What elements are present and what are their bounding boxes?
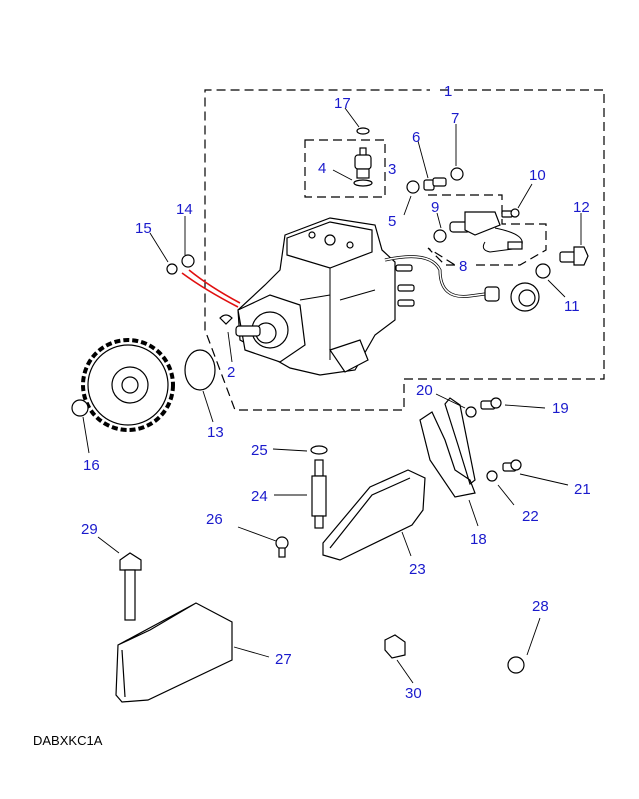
callout-10: 10 bbox=[529, 167, 546, 184]
callout-6: 6 bbox=[412, 129, 420, 146]
part-11-washer bbox=[535, 263, 551, 279]
callout-4: 4 bbox=[318, 160, 326, 177]
part-21-bolt bbox=[502, 459, 522, 472]
part-25-washer bbox=[310, 445, 328, 455]
callout-22: 22 bbox=[522, 508, 539, 525]
part-8-sensor bbox=[449, 211, 523, 253]
part-18-bracket bbox=[419, 397, 476, 498]
part-26-bolt bbox=[275, 536, 289, 558]
callout-25: 25 bbox=[251, 442, 268, 459]
callout-19: 19 bbox=[552, 400, 569, 417]
callout-7: 7 bbox=[451, 110, 459, 127]
callout-26: 26 bbox=[206, 511, 223, 528]
part-14-nut bbox=[181, 254, 195, 268]
callout-15: 15 bbox=[135, 220, 152, 237]
callout-17: 17 bbox=[334, 95, 351, 112]
drawing-code: DABXKC1A bbox=[33, 733, 103, 748]
part-10-screw bbox=[501, 208, 520, 218]
callout-28: 28 bbox=[532, 598, 549, 615]
callout-18: 18 bbox=[470, 531, 487, 548]
assembly-boundary-1 bbox=[204, 89, 605, 411]
callout-27: 27 bbox=[275, 651, 292, 668]
part-sprocket bbox=[81, 338, 175, 432]
part-16-nut bbox=[71, 399, 89, 417]
callout-23: 23 bbox=[409, 561, 426, 578]
callout-11: 11 bbox=[564, 298, 580, 315]
callout-5: 5 bbox=[388, 213, 396, 230]
part-27-mount bbox=[115, 602, 233, 703]
leader-lines bbox=[82, 107, 582, 684]
callout-3: 3 bbox=[388, 161, 396, 178]
callout-14: 14 bbox=[176, 201, 193, 218]
part-9-o-ring bbox=[433, 229, 447, 243]
part-13-o-ring bbox=[184, 349, 216, 391]
highlight-line-1 bbox=[181, 272, 239, 308]
callout-12: 12 bbox=[573, 199, 590, 216]
part-6-bolt bbox=[423, 177, 447, 191]
part-23-channel bbox=[322, 469, 426, 561]
part-20-washer bbox=[465, 406, 477, 418]
part-17-washer bbox=[356, 127, 370, 135]
callout-29: 29 bbox=[81, 521, 98, 538]
highlight-line-2 bbox=[188, 269, 241, 304]
callout-1: 1 bbox=[444, 83, 452, 100]
part-22-washer bbox=[486, 470, 498, 482]
part-5-washer bbox=[406, 180, 420, 194]
callout-21: 21 bbox=[574, 481, 591, 498]
callout-30: 30 bbox=[405, 685, 422, 702]
part-4-o-ring bbox=[353, 179, 373, 187]
part-19-bolt bbox=[480, 397, 502, 410]
part-24-stud bbox=[311, 459, 327, 529]
part-29-bolt bbox=[119, 552, 142, 621]
part-3-valve bbox=[354, 147, 372, 179]
part-28-nut bbox=[507, 656, 525, 674]
injection-pump bbox=[235, 217, 540, 376]
subassembly-boundary-3 bbox=[304, 139, 386, 198]
callout-24: 24 bbox=[251, 488, 268, 505]
callout-9: 9 bbox=[431, 199, 439, 216]
callout-2: 2 bbox=[227, 364, 235, 381]
callout-16: 16 bbox=[83, 457, 100, 474]
part-7-nut bbox=[450, 167, 464, 181]
callout-20: 20 bbox=[416, 382, 433, 399]
callout-8: 8 bbox=[459, 258, 467, 275]
part-12-bolt bbox=[559, 246, 589, 266]
subassembly-boundary-8 bbox=[427, 194, 547, 266]
part-30-clip bbox=[384, 634, 406, 659]
part-15-washer bbox=[166, 263, 178, 275]
callout-13: 13 bbox=[207, 424, 224, 441]
part-2-key bbox=[219, 314, 233, 325]
